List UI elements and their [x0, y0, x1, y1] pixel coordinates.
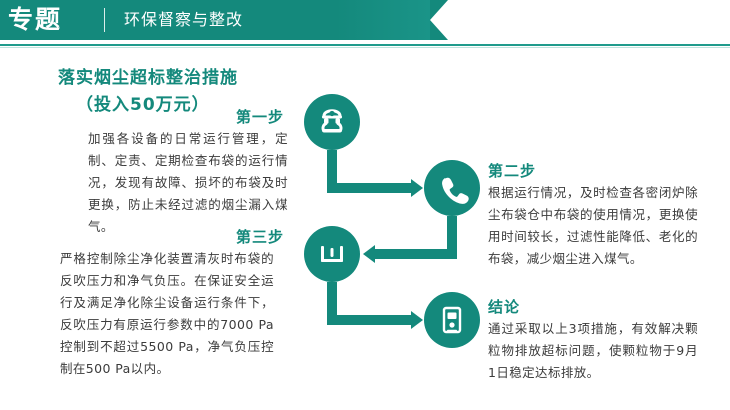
header-brand: 专题 [8, 5, 63, 34]
conclusion-label: 结论 [488, 298, 521, 316]
gauge-icon [304, 226, 360, 282]
step-3-text: 严格控制除尘净化装置清灰时布袋的反吹压力和净气负压。在保证安全运行及满足净化除尘… [60, 251, 274, 376]
step-1-icon-circle [304, 94, 360, 150]
page-header: 专题 环保督察与整改 [0, 0, 730, 40]
arrow-step2-step3-head [363, 245, 375, 263]
header-rule [0, 44, 730, 46]
arrow-step2-step3-horizontal [375, 249, 457, 259]
step-2-text: 根据运行情况，及时检查各密闭炉除尘布袋仓中布袋的使用情况，更换使用时间较长，过滤… [488, 185, 698, 266]
header-subtitle: 环保督察与整改 [124, 10, 244, 29]
header-banner [0, 0, 448, 40]
conclusion-icon-circle [424, 292, 480, 348]
arrow-step2-step3-vertical [447, 216, 457, 254]
header-divider [104, 8, 105, 32]
telephone-icon [304, 94, 360, 150]
phone-handset-icon [424, 160, 480, 216]
arrow-step3-step4-head [411, 311, 423, 329]
step-1-text: 加强各设备的日常运行管理，定制、定责、定期检查布袋的运行情况，发现有故障、损坏的… [88, 131, 288, 234]
conclusion-text: 通过采取以上3项措施，有效解决颗粒物排放超标问题，使颗粒物于9月1日稳定达标排放… [488, 321, 698, 380]
arrow-step1-step2-vertical [327, 150, 337, 188]
step-2-label: 第二步 [488, 162, 537, 180]
page-title: 落实烟尘超标整治措施 [58, 68, 238, 88]
arrow-step1-step2-head [411, 179, 423, 197]
step-1-label: 第一步 [236, 108, 285, 126]
step-2-icon-circle [424, 160, 480, 216]
arrow-step3-step4-horizontal [327, 315, 411, 325]
page-subtitle: （投入50万元） [76, 95, 210, 115]
step-3-label: 第三步 [236, 228, 285, 246]
arrow-step1-step2-horizontal [327, 183, 411, 193]
header-rule-secondary [0, 47, 730, 48]
arrow-step3-step4-vertical [327, 282, 337, 320]
step-3-icon-circle [304, 226, 360, 282]
document-check-icon [424, 292, 480, 348]
